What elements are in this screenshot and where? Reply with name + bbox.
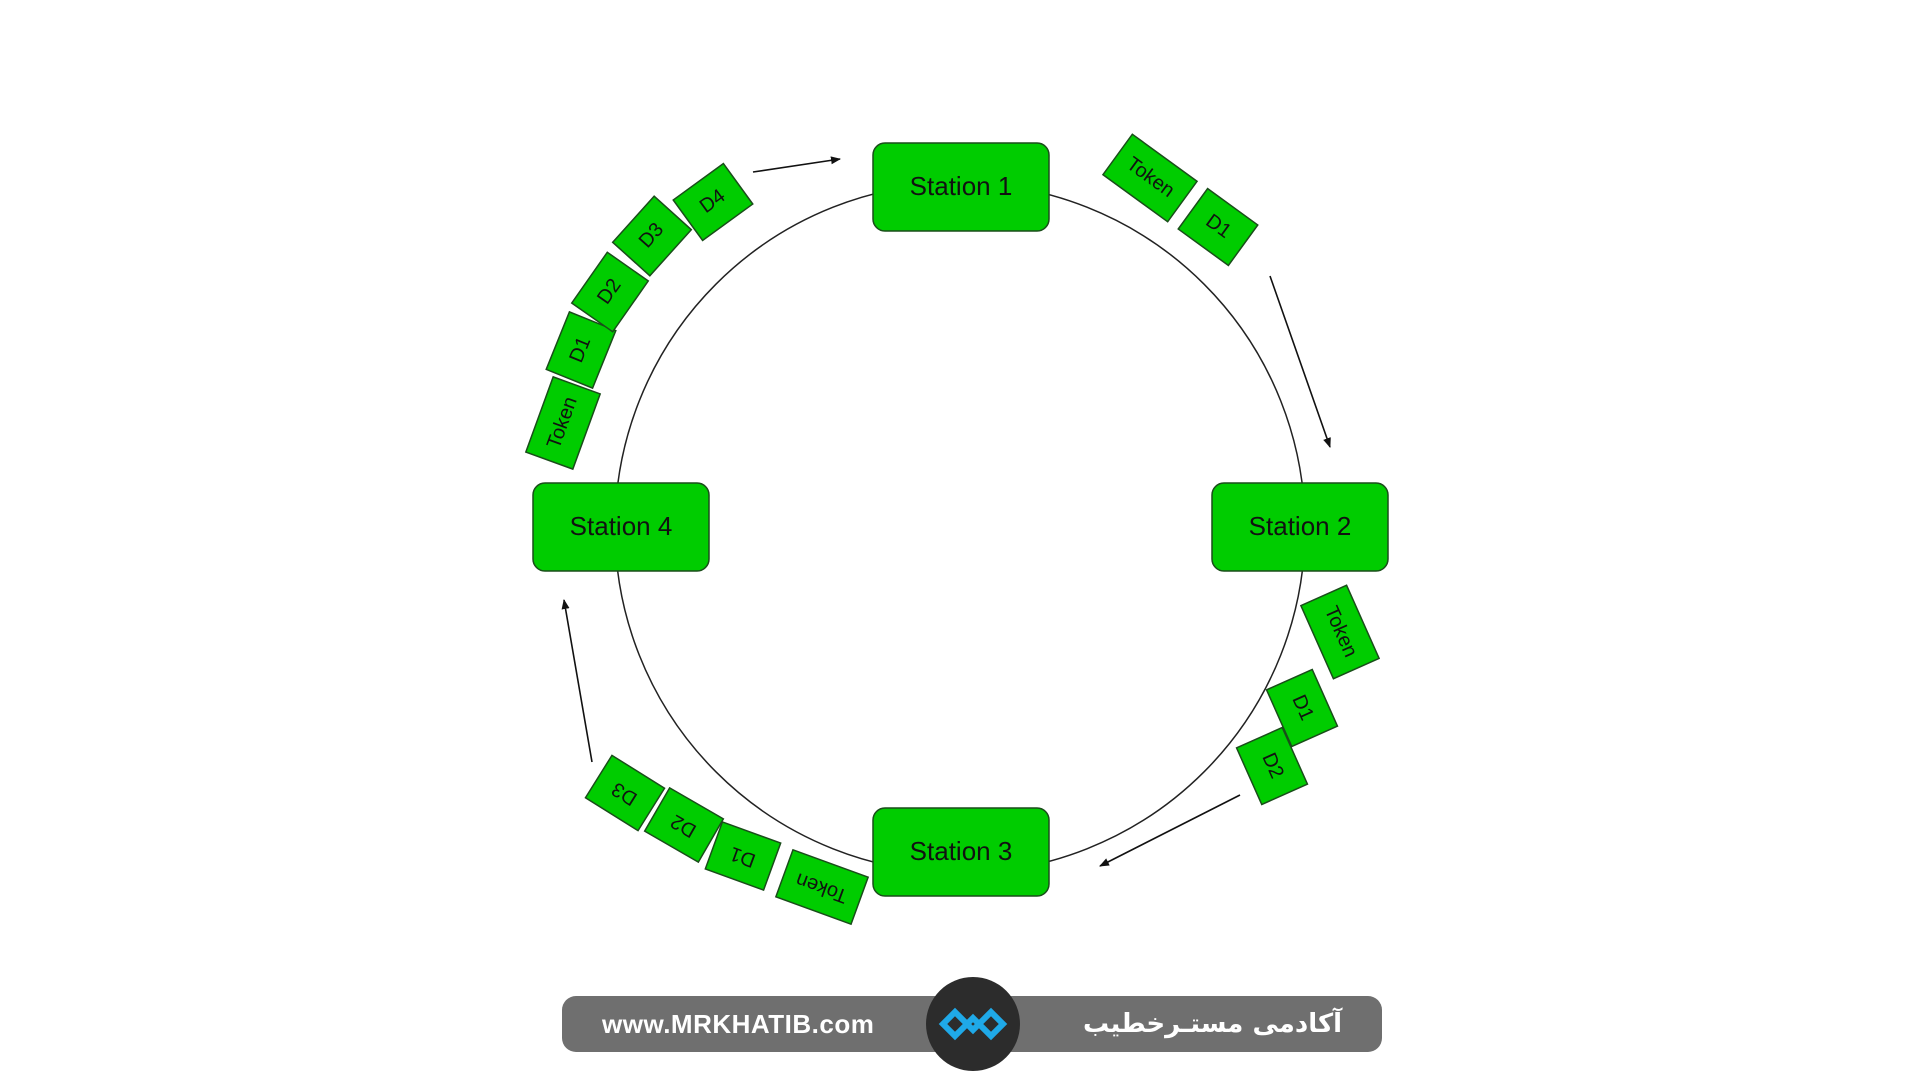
frame-s3-d1: D1 bbox=[704, 820, 782, 892]
frame-s2-d2: D2 bbox=[1235, 726, 1309, 806]
frame-s3-d3: D3 bbox=[584, 754, 666, 832]
frame-s4-d2: D2 bbox=[570, 251, 650, 333]
ring bbox=[614, 182, 1306, 874]
frame-s2-token: Token bbox=[1299, 584, 1381, 680]
website-link[interactable]: www.MRKHATIB.com bbox=[602, 1008, 875, 1039]
arrow-to-station-2 bbox=[1269, 275, 1331, 448]
station-3: Station 3 bbox=[872, 807, 1050, 897]
station-2: Station 2 bbox=[1211, 482, 1389, 572]
frame-s3-token: Token bbox=[774, 848, 870, 926]
frame-s1-d1: D1 bbox=[1177, 187, 1259, 267]
station-1: Station 1 bbox=[872, 142, 1050, 232]
frame-s4-d3: D3 bbox=[611, 195, 693, 277]
station-2-label: Station 2 bbox=[1249, 511, 1352, 541]
station-1-label: Station 1 bbox=[910, 171, 1013, 201]
arrow-to-station-3 bbox=[1099, 794, 1241, 867]
frame-s3-d2: D2 bbox=[643, 786, 725, 864]
station-4: Station 4 bbox=[532, 482, 710, 572]
arrow-to-station-4 bbox=[561, 599, 593, 763]
infinity-logo-icon bbox=[926, 977, 1020, 1071]
brand-name: آکادمی مستـرخطیب bbox=[1082, 1009, 1342, 1039]
frame-s2-d1: D1 bbox=[1265, 668, 1339, 748]
frame-s1-token: Token bbox=[1101, 133, 1199, 223]
frame-s4-d1: D1 bbox=[545, 310, 617, 390]
frame-s4-d4: D4 bbox=[672, 162, 754, 242]
frame-s4-token: Token bbox=[524, 375, 602, 471]
station-4-label: Station 4 bbox=[570, 511, 673, 541]
arrow-to-station-1 bbox=[752, 156, 841, 173]
station-3-label: Station 3 bbox=[910, 836, 1013, 866]
